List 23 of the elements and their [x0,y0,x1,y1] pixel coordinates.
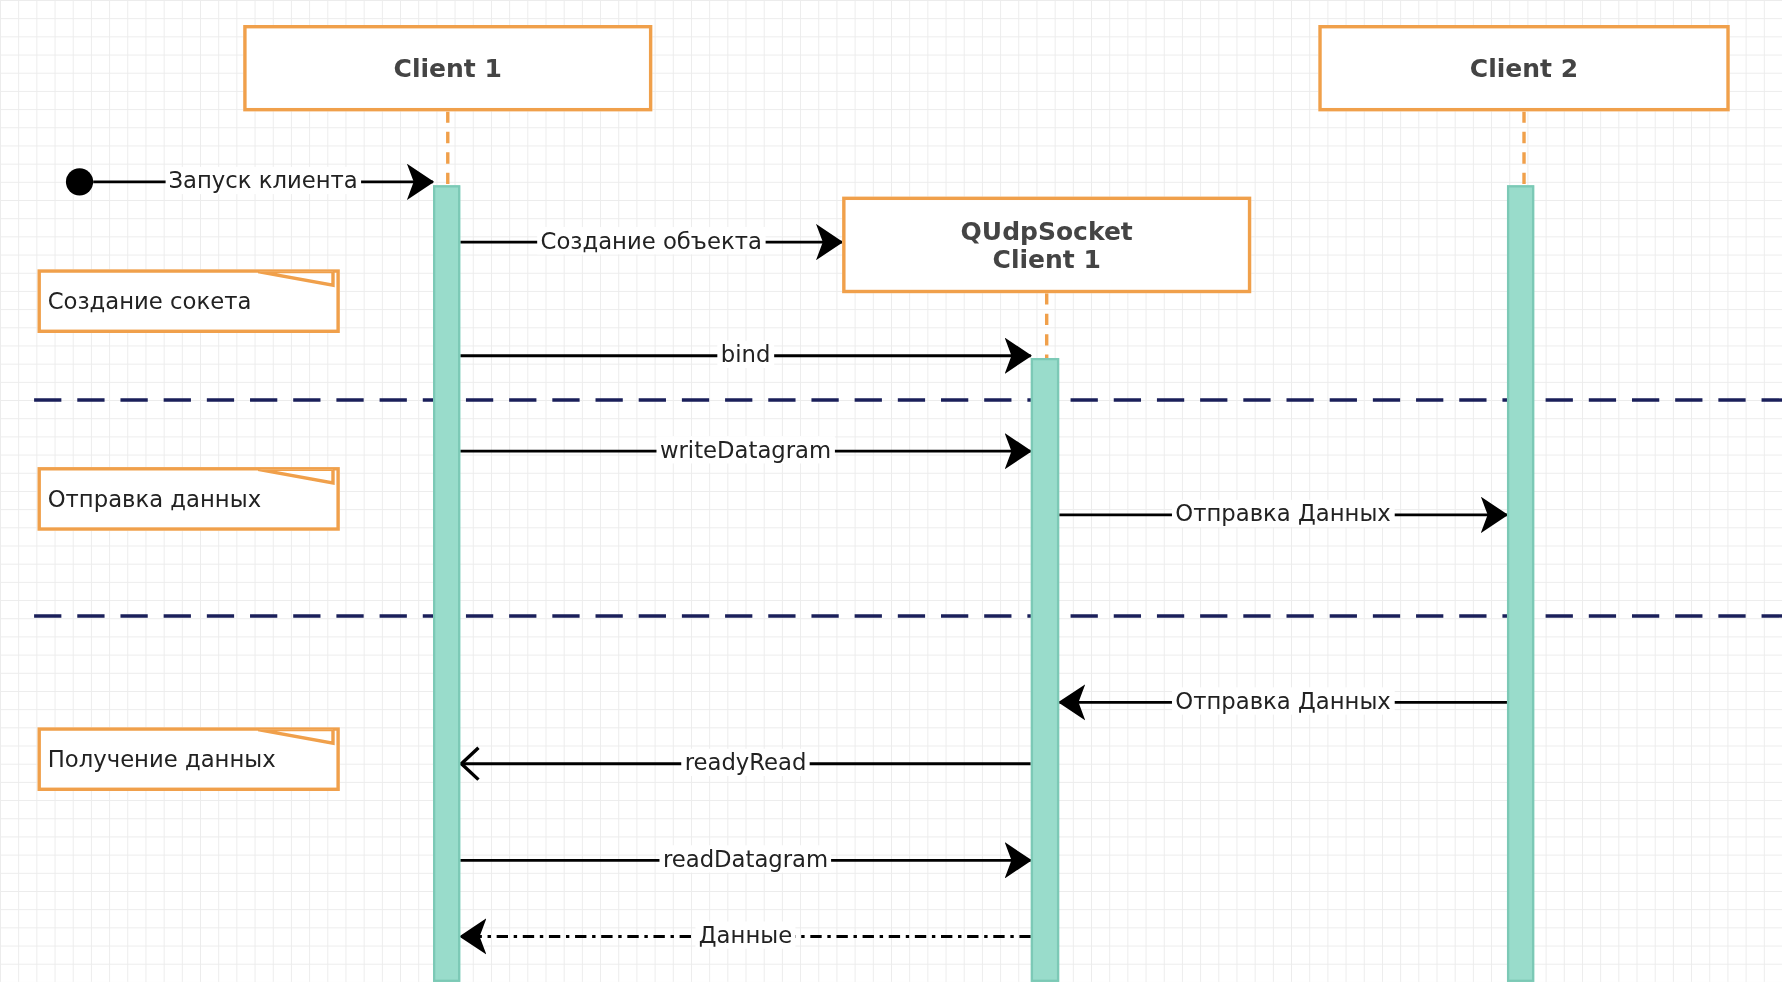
edge-label: readDatagram [659,845,832,873]
activation-bar [1506,185,1535,982]
participant-box: QUdpSocket Client 1 [842,196,1252,294]
participant-box: Client 1 [243,25,653,112]
edge-label: Отправка Данных [1171,687,1395,715]
start-dot [65,168,94,196]
edge-label: Отправка Данных [1171,499,1395,528]
note: Получение данных [37,727,340,791]
lifeline [1045,293,1049,358]
message-arrow [460,337,1032,374]
edge-label: Данные [695,921,796,949]
edge-label: writeDatagram [656,436,835,464]
note: Создание сокета [37,269,340,333]
activation-bar [433,185,461,982]
edge-label: bind [717,340,774,368]
note: Отправка данных [37,467,340,531]
edge-label: Создание объекта [537,227,766,255]
lifeline [446,111,450,186]
activation-bar [1030,358,1060,982]
participant-box: Client 2 [1318,25,1730,112]
edge-label: Запуск клиента [165,166,362,195]
edge-label: readyRead [681,748,810,776]
lifeline [1522,111,1526,186]
